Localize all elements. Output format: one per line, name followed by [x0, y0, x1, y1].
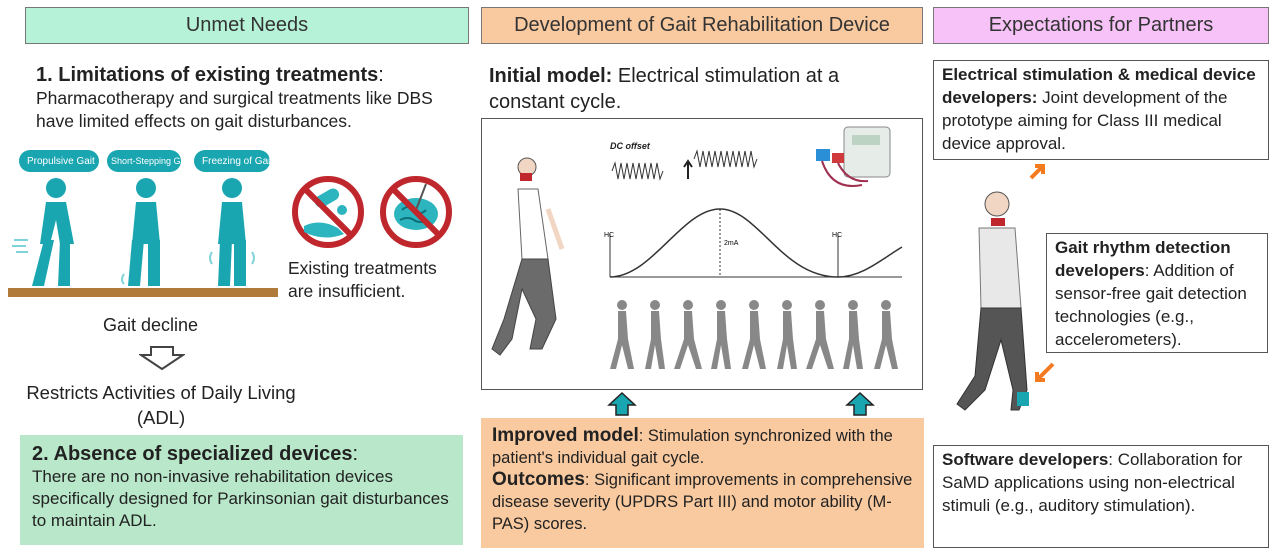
gait-description: : Addition of sensor-free gait detection…	[1055, 261, 1247, 349]
motion-lines	[12, 239, 28, 253]
person-head	[984, 191, 1010, 217]
outcomes-description: : Significant improvements in comprehens…	[492, 471, 913, 533]
partner-software: Software developers: Collaboration for S…	[933, 445, 1269, 548]
initial-model-description: Electrical stimulation at a constant cyc…	[489, 65, 840, 113]
improved-model-label: Improved model	[492, 425, 639, 446]
header-development: Development of Gait Rehabilitation Devic…	[481, 7, 923, 44]
initial-model-label: Initial model:	[489, 65, 613, 87]
hc-left-label: HC	[604, 232, 614, 239]
limitations-title: 1. Limitations of existing treatments	[36, 64, 379, 86]
person-with-device-illustration	[956, 164, 1055, 411]
diagram-svg: DC offset HC HC 2mA	[491, 126, 903, 369]
badge-freezing-of-gait: Freezing of Gait	[194, 150, 273, 172]
neck-electrode	[991, 218, 1005, 226]
stimulation-diagram: DC offset HC HC 2mA	[481, 118, 923, 390]
elec-description: Joint development of the prototype aimin…	[942, 88, 1228, 153]
gait-label: Gait rhythm detection developers	[1055, 238, 1231, 280]
improved-model-block: Improved model: Stimulation synchronized…	[481, 418, 924, 548]
orange-arrow-icon-top	[1029, 164, 1045, 180]
prohibition-icons	[292, 176, 452, 248]
walking-person-figure	[491, 157, 565, 356]
initial-model-text: Initial model: Electrical stimulation at…	[489, 63, 909, 115]
leg-sensor	[1017, 392, 1029, 406]
limitations-block: 1. Limitations of existing treatments: P…	[36, 63, 456, 133]
insufficient-text: Existing treatments are insufficient.	[288, 258, 437, 301]
outcomes-text: Outcomes: Significant improvements in co…	[492, 469, 913, 535]
figure-propulsive	[32, 178, 74, 286]
stimulator-device	[816, 126, 891, 187]
absence-block: 2. Absence of specialized devices: There…	[20, 435, 463, 545]
waveform-low	[611, 161, 664, 181]
limitations-description: Pharmacotherapy and surgical treatments …	[36, 88, 433, 131]
waveform-high	[693, 149, 758, 169]
no-brain-surgery-icon	[380, 176, 452, 248]
hc-right-label: HC	[832, 232, 842, 239]
limitations-colon: :	[378, 64, 384, 86]
badge-propulsive-gait: Propulsive Gait	[19, 150, 99, 172]
tremor-lines	[121, 251, 255, 285]
figure-freezing	[218, 178, 246, 286]
gait-figures-illustration	[12, 178, 255, 286]
person-shirt	[978, 227, 1022, 309]
header-expectations: Expectations for Partners	[933, 7, 1269, 44]
figure-short-stepping	[128, 178, 160, 286]
elec-label: Electrical stimulation & medical device …	[942, 65, 1256, 107]
soft-label: Software developers	[942, 450, 1109, 469]
improved-model-text: Improved model: Stimulation synchronized…	[492, 425, 913, 469]
partner-gait-rhythm-detection: Gait rhythm detection developers: Additi…	[1046, 233, 1268, 353]
sine-curve	[609, 208, 903, 278]
ground-line	[8, 288, 278, 297]
dc-offset-label: DC offset	[610, 141, 651, 151]
absence-heading: 2. Absence of specialized devices:	[32, 442, 451, 466]
absence-description: There are no non-invasive rehabilitation…	[32, 467, 449, 530]
no-pills-icon	[292, 176, 364, 248]
person-legs	[956, 307, 1028, 411]
improved-model-description: : Stimulation synchronized with the pati…	[492, 427, 893, 467]
amplitude-label: 2mA	[724, 240, 739, 247]
dc-offset-arrow-icon	[683, 159, 693, 179]
partner-electrical-stimulation: Electrical stimulation & medical device …	[933, 60, 1269, 160]
limitations-heading: 1. Limitations of existing treatments:	[36, 63, 456, 87]
absence-title: 2. Absence of specialized devices	[32, 443, 353, 465]
up-arrow-icon-left	[607, 391, 637, 416]
soft-description: : Collaboration for SaMD applications us…	[942, 450, 1243, 515]
orange-arrow-icon-bottom	[1035, 362, 1055, 382]
down-arrow-icon	[139, 346, 185, 371]
absence-colon: :	[352, 443, 359, 465]
restricts-adl-label: Restricts Activities of Daily Living (AD…	[26, 382, 296, 428]
gait-cycle-figures	[610, 300, 898, 369]
header-unmet-needs: Unmet Needs	[25, 7, 469, 44]
outcomes-label: Outcomes	[492, 469, 585, 490]
up-arrow-icon-right	[845, 391, 875, 416]
gait-decline-label: Gait decline	[103, 315, 199, 335]
badge-short-stepping-gait: Short-Stepping Gait	[107, 150, 190, 172]
